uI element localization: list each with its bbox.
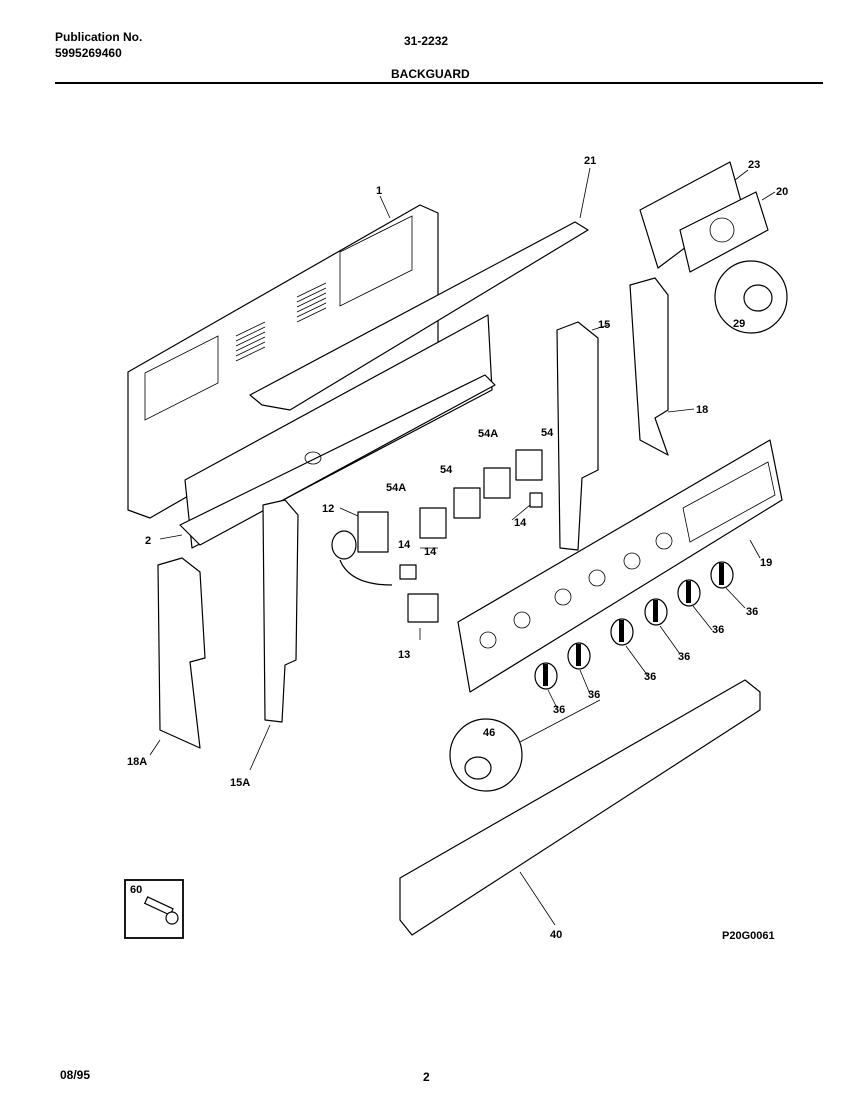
callout-60: 60 (130, 884, 142, 896)
part-12-thermostat (331, 511, 393, 586)
callout-13: 13 (398, 649, 410, 661)
switch-54a-upper (483, 467, 511, 499)
part-2-panel-support (179, 314, 496, 549)
callout-29: 29 (733, 318, 745, 330)
callout-54: 54 (440, 464, 453, 476)
callout-54a: 54A (478, 428, 498, 440)
part-21-trim-strip (249, 221, 589, 411)
part-15-right-bracket (556, 321, 599, 551)
callout-36: 36 (678, 651, 690, 663)
callout-36: 36 (553, 704, 565, 716)
header-rule (55, 82, 823, 84)
part-36-knob (567, 642, 591, 670)
part-36-knob (644, 598, 668, 626)
part-18-right-end-cap (629, 277, 669, 456)
callout-54: 54 (541, 427, 554, 439)
model-number: 31-2232 (404, 34, 449, 48)
part-15a-left-bracket (262, 499, 299, 723)
publication-number: 5995269460 (55, 46, 122, 60)
callout-23: 23 (748, 159, 760, 171)
switch-54-upper (515, 449, 543, 481)
part-14-signal-lamp-2 (529, 492, 543, 508)
callout-36: 36 (644, 671, 656, 683)
section-title: BACKGUARD (391, 67, 470, 81)
callout-54a: 54A (386, 482, 406, 494)
part-18a-left-end-cap (157, 557, 206, 749)
switch-54-lower (453, 487, 481, 519)
callout-36: 36 (588, 689, 600, 701)
part-14-signal-lamp (399, 564, 417, 580)
callout-19: 19 (760, 557, 772, 569)
callout-36: 36 (746, 606, 758, 618)
callout-2: 2 (145, 535, 151, 547)
callout-15: 15 (598, 319, 610, 331)
callout-20: 20 (776, 186, 788, 198)
drawing-code: P20G0061 (722, 930, 775, 942)
part-19-control-panel (457, 439, 783, 693)
leader-lines (149, 167, 776, 926)
callout-14: 14 (514, 517, 527, 529)
callout-1: 1 (376, 185, 382, 197)
callout-18a: 18A (127, 756, 147, 768)
callout-21: 21 (584, 155, 596, 167)
part-20-clock (679, 191, 769, 273)
callout-14: 14 (398, 539, 411, 551)
callout-12: 12 (322, 503, 334, 515)
part-40-trim-strip (399, 679, 761, 936)
footer-date: 08/95 (60, 1068, 91, 1082)
callout-14: 14 (424, 546, 437, 558)
part-60-screw-box (124, 879, 184, 939)
part-36-knob (710, 561, 734, 589)
part-36-knob (534, 662, 558, 690)
part-29-detail-circle (714, 260, 788, 334)
switch-54a-lower (419, 507, 447, 539)
callout-36: 36 (712, 624, 724, 636)
callout-40: 40 (550, 929, 562, 941)
part-13-switch (407, 593, 439, 623)
footer-page-number: 2 (423, 1070, 430, 1084)
callout-18: 18 (696, 404, 708, 416)
part-36-knob (610, 618, 634, 646)
part-46-detail-circle (449, 718, 523, 792)
callout-15a: 15A (230, 777, 250, 789)
part-1-rear-panel (127, 204, 439, 519)
publication-label: Publication No. (55, 30, 143, 44)
callout-46: 46 (483, 727, 495, 739)
part-36-knob (677, 579, 701, 607)
